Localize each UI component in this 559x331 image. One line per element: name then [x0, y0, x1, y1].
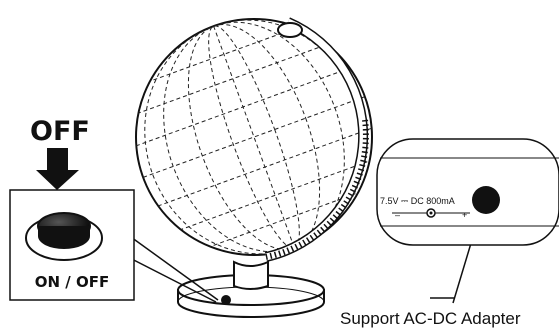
base-power-button[interactable] — [221, 295, 231, 305]
down-arrow-icon — [36, 148, 79, 190]
dc-jack-callout — [376, 138, 559, 246]
dc-jack-icon — [472, 186, 500, 214]
off-label: OFF — [30, 116, 90, 147]
current-text: DC 800mA — [408, 196, 455, 206]
plus-sign: + — [462, 210, 467, 220]
adapter-caption: Support AC-DC Adapter — [340, 309, 521, 328]
globe-stand — [233, 260, 269, 290]
center-positive-polarity-icon — [392, 208, 470, 218]
dc-symbol: ⎓ — [401, 196, 408, 206]
dc-rating-label: 7.5V ⎓ DC 800mA — [380, 196, 455, 206]
on-off-label: ON / OFF — [35, 273, 109, 291]
meridian-arc — [264, 17, 369, 262]
minus-sign: – — [395, 210, 400, 220]
on-off-callout — [9, 189, 135, 301]
voltage-text: 7.5V — [380, 196, 401, 206]
